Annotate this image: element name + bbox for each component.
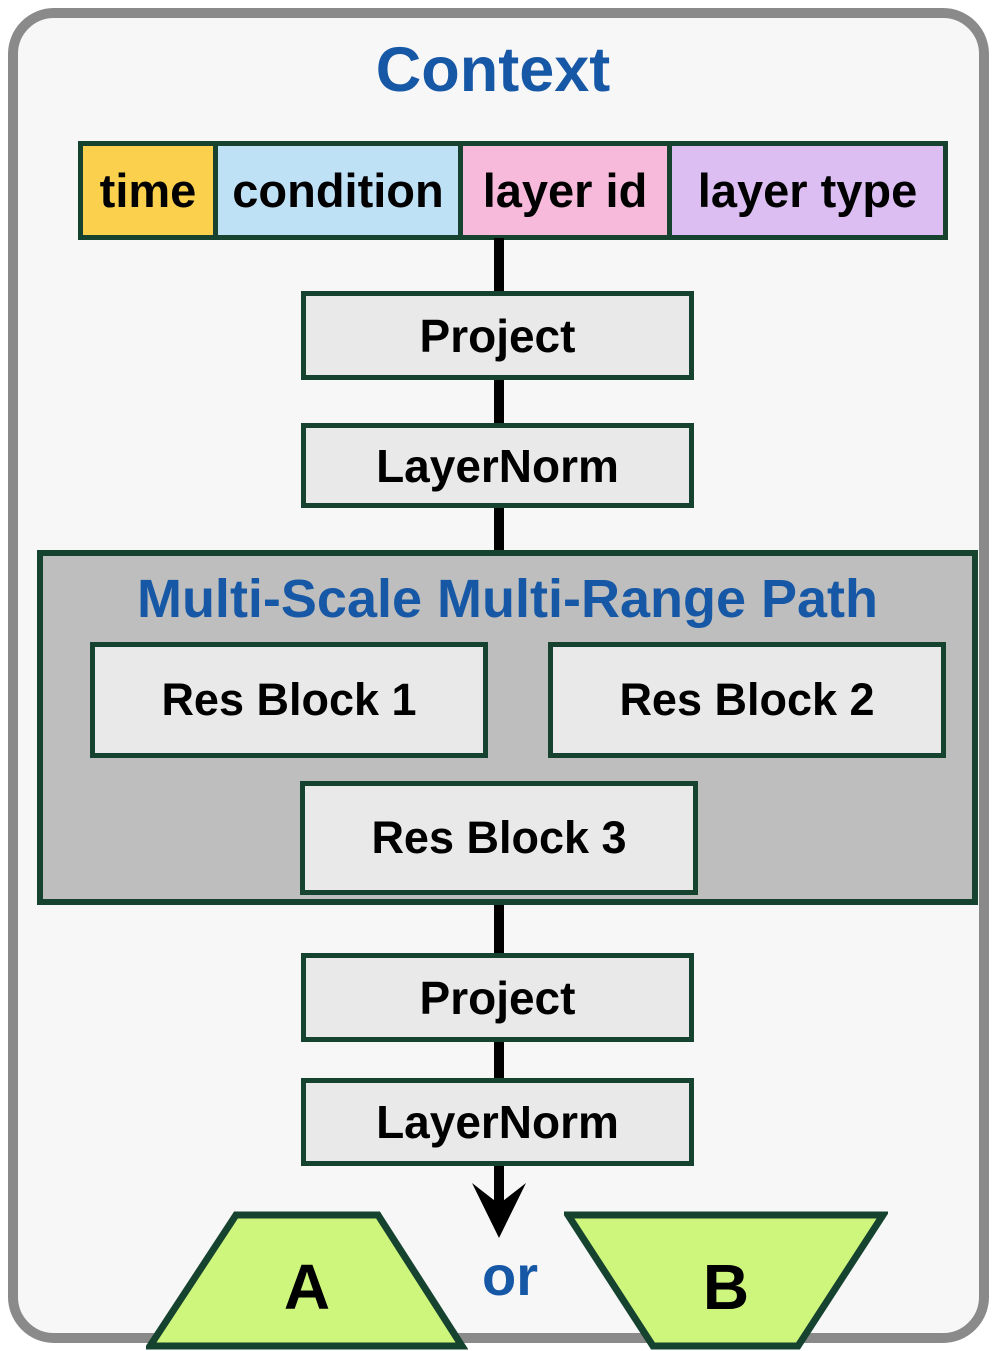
multi-scale-multi-range-container: Multi-Scale Multi-Range Path Res Block 1… [37, 550, 978, 905]
context-cell-condition: condition [213, 141, 463, 240]
context-row: time condition layer id layer type [78, 141, 948, 240]
res-block-3: Res Block 3 [300, 781, 698, 895]
context-cell-layer-id: layer id [458, 141, 672, 240]
multi-scale-multi-range-title: Multi-Scale Multi-Range Path [136, 569, 879, 629]
layernorm-box-bottom: LayerNorm [301, 1078, 694, 1166]
output-trapezoid-a [146, 1211, 468, 1350]
context-cell-time: time [78, 141, 218, 240]
layernorm-box-top: LayerNorm [301, 423, 694, 508]
output-a-label: A [283, 1251, 331, 1323]
down-arrow-icon [472, 1164, 526, 1238]
connector-line-2 [494, 378, 504, 426]
outer-frame: Context time condition layer id layer ty… [8, 8, 989, 1350]
connector-line-1 [494, 238, 504, 294]
res-block-2: Res Block 2 [548, 642, 946, 758]
connector-line-3 [494, 506, 504, 554]
output-trapezoid-b [564, 1211, 888, 1350]
project-box-top: Project [301, 291, 694, 380]
connector-line-5 [494, 1040, 504, 1081]
connector-line-4 [494, 901, 504, 956]
output-b-label: B [702, 1251, 750, 1323]
context-cell-layer-type: layer type [667, 141, 948, 240]
res-block-1: Res Block 1 [90, 642, 488, 758]
project-box-bottom: Project [301, 953, 694, 1042]
context-title: Context [375, 35, 611, 105]
or-label: or [482, 1244, 538, 1307]
